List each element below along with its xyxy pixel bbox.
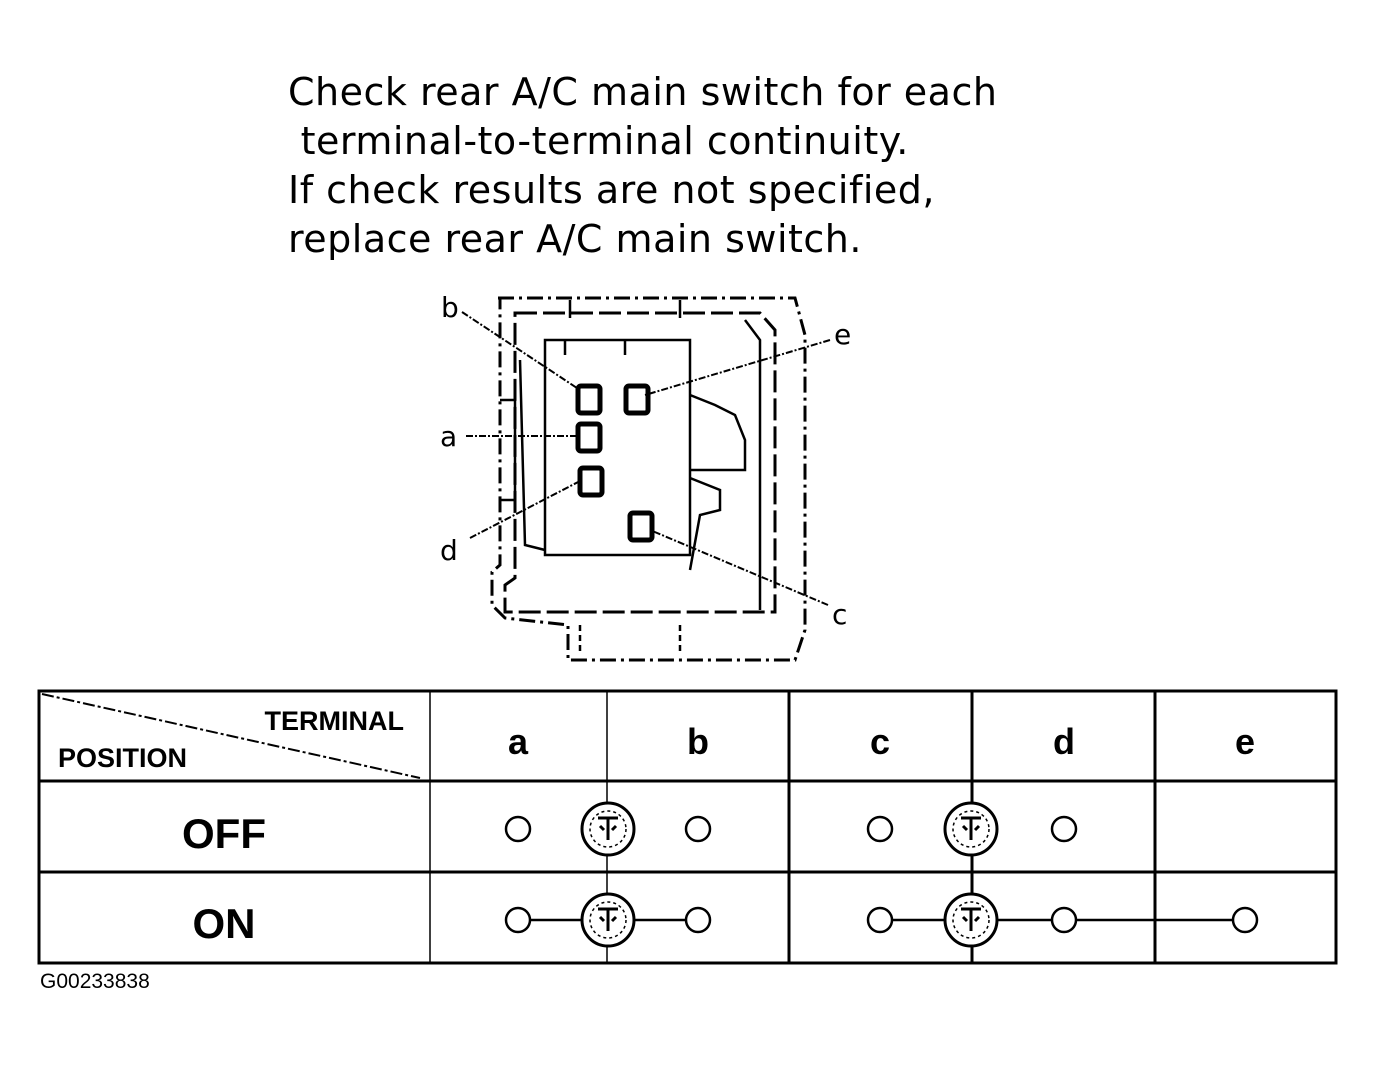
connector-terminals: [575, 383, 655, 543]
connector-cavity-inner: [518, 359, 546, 552]
connector-label-d: d: [440, 534, 458, 567]
terminal-d-pin: [577, 465, 605, 498]
figure-id: G00233838: [40, 970, 150, 993]
connector-label-c: c: [832, 598, 847, 631]
instructions: Check rear A/C main switch for each term…: [288, 68, 1108, 264]
terminal-a-pin: [575, 421, 603, 454]
header-terminal-e: e: [1235, 721, 1255, 762]
off-terminal-d: [1050, 815, 1078, 843]
leader-line-d: [469, 479, 583, 539]
connector-top-detail: [563, 300, 682, 355]
on-terminal-e: [1231, 906, 1259, 934]
connector-right-wall: [744, 319, 762, 610]
terminal-c-pin: [627, 510, 655, 543]
connector-drawing: [490, 296, 807, 662]
leader-line-b: [461, 311, 581, 391]
connector-side-tab: [500, 398, 517, 502]
connector-label-a: a: [440, 420, 457, 453]
header-terminal-c: c: [870, 721, 890, 762]
instruction-line-3: If check results are not specified,: [288, 168, 935, 212]
instruction-line-2: terminal-to-terminal continuity.: [288, 119, 909, 163]
connector-inner-frame: [503, 311, 777, 614]
table-border: [37, 689, 1338, 965]
terminal-b-pin: [575, 383, 603, 416]
off-terminal-b: [684, 815, 712, 843]
off-terminal-a: [504, 815, 532, 843]
header-terminal-label: TERMINAL: [265, 706, 404, 736]
continuity-table: [37, 689, 1338, 965]
on-illumination-symbol-ab: [580, 892, 636, 948]
instruction-line-4: replace rear A/C main switch.: [288, 217, 862, 261]
leader-line-c: [649, 529, 829, 606]
on-row-symbols: [504, 906, 1259, 934]
on-terminal-b: [684, 906, 712, 934]
off-illumination-symbol-cd: [943, 801, 999, 857]
connector-cavity: [543, 338, 692, 557]
leader-lines: [461, 311, 831, 606]
terminal-e-pin: [623, 383, 651, 416]
position-on-label: ON: [193, 900, 256, 947]
header-terminal-d: d: [1053, 721, 1075, 762]
position-off-label: OFF: [182, 810, 266, 857]
off-row-symbols: [504, 815, 1078, 843]
on-terminal-a: [504, 906, 532, 934]
table-header-diagonal: [41, 693, 421, 779]
connector-outer-housing: [490, 296, 807, 662]
header-terminal-b: b: [687, 721, 709, 762]
connector-latch-lower: [688, 476, 722, 571]
instruction-line-1: Check rear A/C main switch for each: [288, 70, 998, 114]
leader-line-e: [644, 339, 831, 396]
connector-bottom-lip: [578, 625, 682, 655]
on-illumination-symbol-cd: [943, 892, 999, 948]
connector-latch-upper: [689, 393, 747, 472]
off-illumination-symbol-ab: [580, 801, 636, 857]
connector-label-b: b: [441, 291, 459, 324]
on-terminal-c: [866, 906, 894, 934]
on-terminal-d: [1050, 906, 1078, 934]
connector-label-e: e: [834, 318, 851, 351]
header-position-label: POSITION: [58, 743, 187, 773]
header-terminal-a: a: [508, 721, 529, 762]
off-terminal-c: [866, 815, 894, 843]
